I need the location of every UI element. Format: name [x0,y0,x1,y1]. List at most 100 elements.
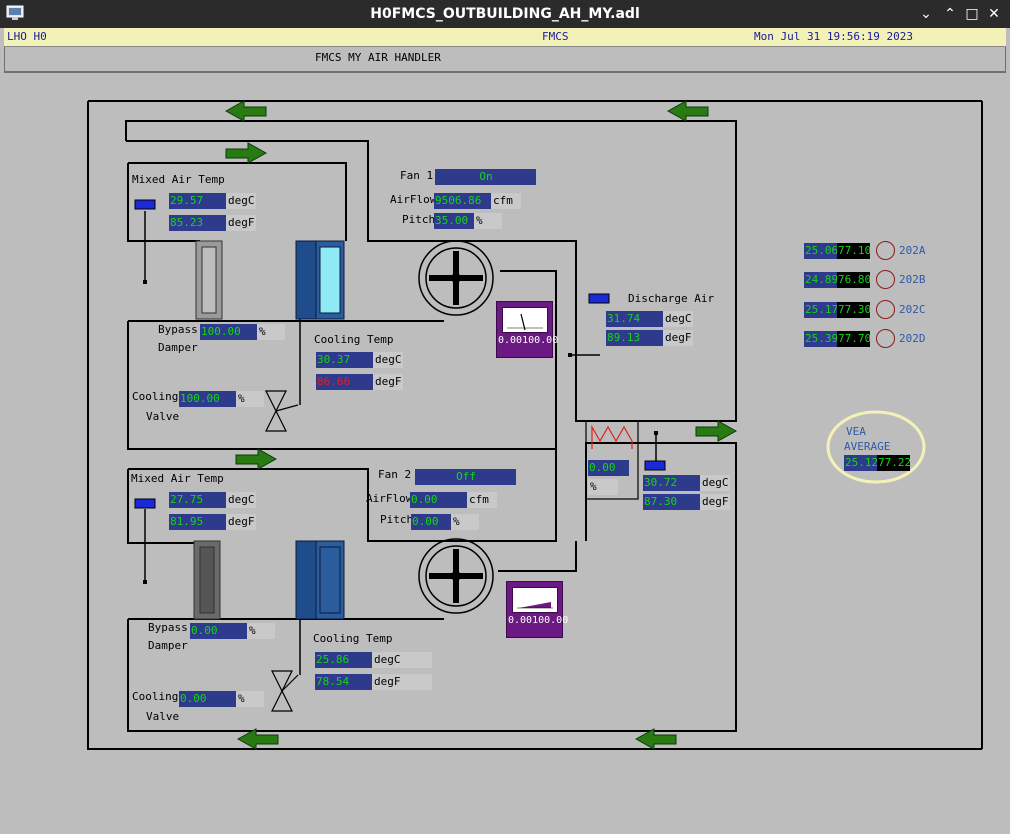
fan-1-speed-meter: 0.00100.00 [496,301,558,358]
minimize-button[interactable]: ⌄ [916,4,936,24]
room-202b-label: 202B [899,273,926,286]
bypass-2-unit: % [247,623,275,639]
fan-2-state: Off [415,469,516,485]
maximize-button[interactable]: □ [962,4,982,24]
fan-2-speed-meter: 0.00100.00 [506,581,568,638]
vea-average-degc: 25.12 [844,455,877,471]
discharge-air-label: Discharge Air [628,292,715,305]
room-202d-degf: 77.70 [837,331,870,347]
cooling-valve-2-label: Cooling [132,690,179,703]
cooling-temp-1-degf: 86.66 [316,374,374,390]
return-air-degf: 87.30 [643,494,701,510]
fan-1-pitch: 35.00 [434,213,475,229]
header-bar: FMCS MY AIR HANDLER [4,47,1006,72]
mixed-air-1-degf: 85.23 [169,215,227,231]
room-202b-degf: 76.80 [837,272,870,288]
bypass-2-label-2: Damper [148,639,188,652]
room-202b-status-icon [876,270,895,289]
cooling-temp-2-degc: 25.86 [315,652,373,668]
cooling-temp-1-degc-unit: degC [373,352,403,368]
cooling-valve-2-unit: % [236,691,264,707]
vea-average-degf: 77.22 [877,455,910,471]
cooling-temp-2-label: Cooling Temp [313,632,393,645]
chevron-down-icon: ⌄ [920,6,932,22]
system-label: FMCS [542,30,569,43]
mixed-air-1-label: Mixed Air Temp [132,173,225,186]
cooling-valve-1-label-2: Valve [146,410,180,423]
bypass-2-value: 0.00 [190,623,248,639]
room-202b-degc: 24.89 [804,272,837,288]
discharge-air-degf: 89.13 [606,330,664,346]
ductwork-diagram [87,100,983,750]
close-button[interactable]: ✕ [984,4,1004,24]
heater-unit: % [588,479,618,495]
room-202c-status-icon [876,300,895,319]
fan-1-pitch-unit: % [474,213,502,229]
room-202d-degc: 25.39 [804,331,837,347]
status-bar: LHO H0 FMCS Mon Jul 31 19:56:19 2023 [4,28,1006,47]
monitor-icon [6,5,24,20]
fan-1-airflow-label: AirFlow [390,193,437,206]
cooling-valve-2-label-2: Valve [146,710,180,723]
cooling-valve-2-value: 0.00 [179,691,237,707]
mixed-air-1-degc-unit: degC [226,193,256,209]
diagram-panel: Mixed Air Temp 29.57 degC 85.23 degF Fan… [4,72,1006,831]
fan-1-airflow: 9506.86 [434,193,492,209]
fan-1-pitch-label: Pitch [402,213,436,226]
fan-2-pitch: 0.00 [411,514,452,530]
return-air-degc-unit: degC [700,475,730,491]
room-202a-label: 202A [899,244,926,257]
fan-1-state: On [435,169,536,185]
cooling-valve-1-label: Cooling [132,390,179,403]
bypass-1-label: Bypass [158,323,198,336]
title-bar[interactable]: H0FMCS_OUTBUILDING_AH_MY.adl ⌄ ⌃ □ ✕ [0,0,1010,28]
page-title: FMCS MY AIR HANDLER [315,51,441,64]
mixed-air-2-degf-unit: degF [226,514,256,530]
room-202a-status-icon [876,241,895,260]
room-202a-degc: 25.06 [804,243,837,259]
bypass-1-unit: % [257,324,285,340]
room-202d-label: 202D [899,332,926,345]
cooling-temp-1-degc: 30.37 [316,352,374,368]
maximize-icon: □ [965,6,979,22]
discharge-air-degc: 31.74 [606,311,664,327]
fan-2-pitch-label: Pitch [380,513,414,526]
heater-value: 0.00 [588,460,629,476]
fan-2-airflow-label: AirFlow [366,492,413,505]
mixed-air-1-degc: 29.57 [169,193,227,209]
bypass-1-value: 100.00 [200,324,258,340]
vea-label: VEA [846,425,866,438]
mixed-air-2-degc: 27.75 [169,492,227,508]
cooling-valve-1-unit: % [236,391,264,407]
room-202a-degf: 77.10 [837,243,870,259]
shade-button[interactable]: ⌃ [940,4,960,24]
return-air-degf-unit: degF [700,494,730,510]
room-202c-degc: 25.17 [804,302,837,318]
cooling-temp-2-degc-unit: degC [372,652,432,668]
mixed-air-2-degf: 81.95 [169,514,227,530]
fan-2-icon [418,538,494,614]
discharge-air-degc-unit: degC [663,311,693,327]
fan-1-airflow-unit: cfm [491,193,521,209]
vea-average-label: AVERAGE [844,440,891,453]
fan-1-meter-max: 100.00 [522,335,559,346]
room-202d-status-icon [876,329,895,348]
bypass-1-label-2: Damper [158,341,198,354]
cooling-temp-1-label: Cooling Temp [314,333,394,346]
mixed-air-2-degc-unit: degC [226,492,256,508]
fan-1-meter-min: 0.00 [498,335,523,346]
site-label: LHO H0 [7,30,47,43]
cooling-temp-1-degf-unit: degF [373,374,403,390]
mixed-air-1-degf-unit: degF [226,215,256,231]
bypass-2-label: Bypass [148,621,188,634]
fan-2-airflow: 0.00 [410,492,468,508]
fan-2-meter-min: 0.00 [508,615,533,626]
fan-2-airflow-unit: cfm [467,492,497,508]
cooling-temp-2-degf: 78.54 [315,674,373,690]
cooling-temp-2-degf-unit: degF [372,674,432,690]
mixed-air-2-label: Mixed Air Temp [131,472,224,485]
fan-2-label: Fan 2 [378,468,412,481]
fan-2-meter-max: 100.00 [532,615,569,626]
window-title: H0FMCS_OUTBUILDING_AH_MY.adl [370,6,640,22]
